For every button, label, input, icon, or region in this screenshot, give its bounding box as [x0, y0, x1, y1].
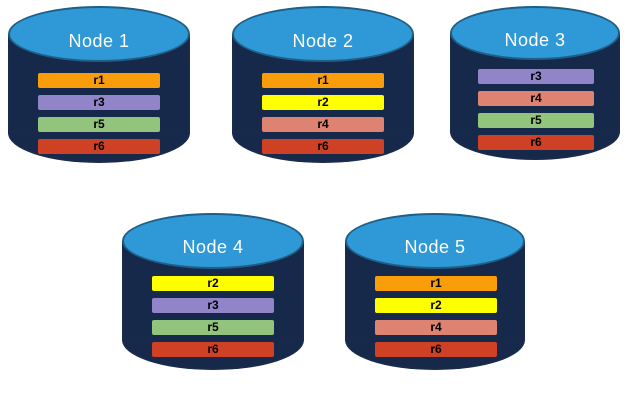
node-3-record-r5[interactable]: r5: [478, 113, 594, 128]
node-1-record-r6[interactable]: r6: [38, 139, 160, 154]
node-2-record-r2[interactable]: r2: [262, 95, 384, 110]
node-4-record-r6[interactable]: r6: [152, 342, 274, 357]
node-5-record-r2[interactable]: r2: [375, 298, 497, 313]
node-1-record-list: r1 r3 r5 r6: [38, 73, 160, 154]
node-5-record-r4[interactable]: r4: [375, 320, 497, 335]
node-5-cylinder-top: [345, 213, 525, 269]
node-3-cylinder-top: [450, 6, 620, 60]
node-2-record-r4[interactable]: r4: [262, 117, 384, 132]
node-4-record-r2[interactable]: r2: [152, 276, 274, 291]
node-3-record-list: r3 r4 r5 r6: [478, 69, 594, 150]
node-1-record-r3[interactable]: r3: [38, 95, 160, 110]
node-2-record-list: r1 r2 r4 r6: [262, 73, 384, 154]
node-4-record-list: r2 r3 r5 r6: [152, 276, 274, 357]
node-1-record-r5[interactable]: r5: [38, 117, 160, 132]
node-3-record-r3[interactable]: r3: [478, 69, 594, 84]
node-2-record-r6[interactable]: r6: [262, 139, 384, 154]
node-5-record-list: r1 r2 r4 r6: [375, 276, 497, 357]
node-2-record-r1[interactable]: r1: [262, 73, 384, 88]
node-2-cylinder-top: [232, 6, 414, 62]
node-1-record-r1[interactable]: r1: [38, 73, 160, 88]
node-3-record-r4[interactable]: r4: [478, 91, 594, 106]
node-4-record-r5[interactable]: r5: [152, 320, 274, 335]
node-4-record-r3[interactable]: r3: [152, 298, 274, 313]
node-4-cylinder-top: [122, 213, 304, 269]
node-1-cylinder-top: [8, 6, 190, 62]
node-5-record-r1[interactable]: r1: [375, 276, 497, 291]
node-3-record-r6[interactable]: r6: [478, 135, 594, 150]
node-5-record-r6[interactable]: r6: [375, 342, 497, 357]
